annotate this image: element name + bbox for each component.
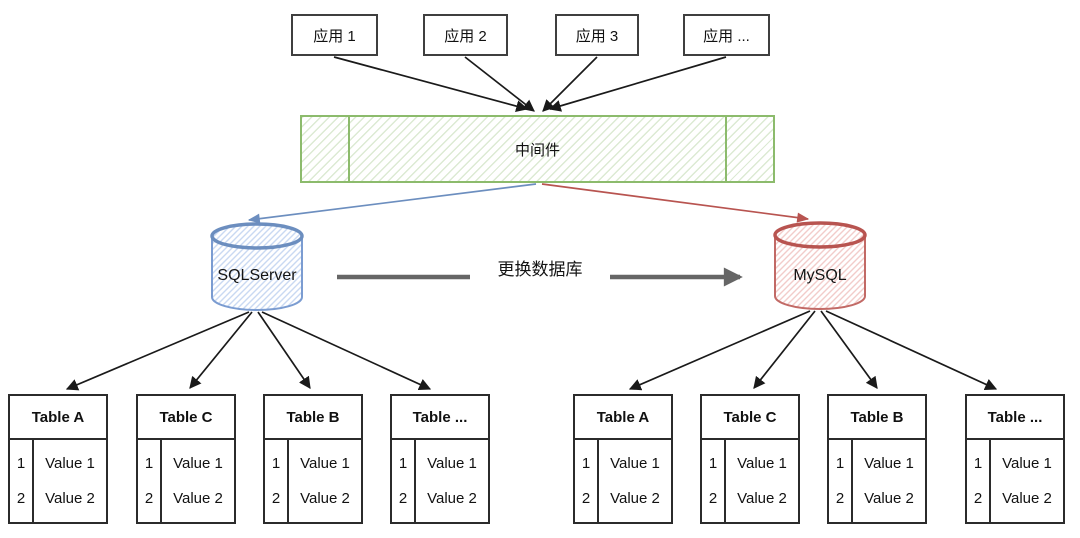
table-body: 1 2 Value 1 Value 2	[575, 440, 671, 522]
table-body: 1 2 Value 1 Value 2	[702, 440, 798, 522]
middleware-divider-right	[725, 117, 727, 181]
right-table-c: Table C 1 2 Value 1 Value 2	[700, 394, 800, 524]
app-node-3-label: 应用 3	[575, 27, 619, 45]
right-table-etc: Table ... 1 2 Value 1 Value 2	[965, 394, 1065, 524]
middleware-node: 中间件	[300, 115, 775, 183]
arrow-app1-to-middleware	[333, 56, 529, 112]
arrow-mysql-to-table-etc	[825, 310, 998, 390]
table-title: Table B	[265, 396, 361, 440]
table-title: Table A	[10, 396, 106, 440]
row-value-cell: Value 1	[427, 455, 477, 472]
arrow-middleware-to-mysql	[541, 183, 810, 223]
table-body: 1 2 Value 1 Value 2	[265, 440, 361, 522]
middleware-label: 中间件	[514, 141, 560, 159]
arrow-middleware-to-sqlserver	[247, 183, 537, 224]
row-number-cell: 1	[144, 455, 154, 472]
row-value-cell: Value 1	[173, 455, 223, 472]
row-value-cell: Value 2	[45, 490, 95, 507]
row-number-cell: 1	[581, 455, 591, 472]
left-table-c: Table C 1 2 Value 1 Value 2	[136, 394, 236, 524]
row-value-cell: Value 1	[864, 455, 914, 472]
row-value-cell: Value 2	[864, 490, 914, 507]
arrow-sqlserver-to-table-b	[257, 311, 311, 389]
app-node-1-label: 应用 1	[313, 27, 356, 45]
row-value-cell: Value 1	[45, 455, 95, 472]
app-node-2: 应用 2	[423, 14, 508, 56]
app-node-3: 应用 3	[555, 14, 639, 56]
row-number-cell: 2	[581, 490, 591, 507]
row-value-cell: Value 1	[300, 455, 350, 472]
arrow-mysql-to-table-a	[628, 310, 811, 391]
row-number-cell: 1	[271, 455, 281, 472]
table-title: Table B	[829, 396, 925, 440]
row-number-cell: 1	[973, 455, 983, 472]
row-number-cell: 1	[835, 455, 845, 472]
arrow-sqlserver-to-table-a	[65, 311, 250, 391]
right-table-a: Table A 1 2 Value 1 Value 2	[573, 394, 673, 524]
row-value-cell: Value 2	[1002, 490, 1052, 507]
app-node-1: 应用 1	[291, 14, 378, 56]
right-table-b: Table B 1 2 Value 1 Value 2	[827, 394, 927, 524]
row-value-cell: Value 1	[737, 455, 787, 472]
row-value-cell: Value 2	[427, 490, 477, 507]
row-number-cell: 1	[708, 455, 718, 472]
row-number-cell: 2	[271, 490, 281, 507]
left-table-a: Table A 1 2 Value 1 Value 2	[8, 394, 108, 524]
row-value-cell: Value 1	[610, 455, 660, 472]
arrow-mysql-to-table-c	[753, 310, 816, 389]
row-number-cell: 2	[973, 490, 983, 507]
table-title: Table C	[138, 396, 234, 440]
arrow-mysql-to-table-b	[820, 310, 878, 389]
table-body: 1 2 Value 1 Value 2	[138, 440, 234, 522]
row-value-cell: Value 2	[737, 490, 787, 507]
row-number-cell: 2	[708, 490, 718, 507]
table-body: 1 2 Value 1 Value 2	[967, 440, 1063, 522]
arrow-app4-to-middleware	[548, 56, 727, 112]
app-node-etc-label: 应用 ...	[703, 27, 750, 45]
row-value-cell: Value 2	[610, 490, 660, 507]
arrow-app2-to-middleware	[464, 56, 535, 112]
sqlserver-label: SQLServer	[217, 267, 297, 284]
mysql-database-cylinder	[773, 221, 867, 310]
middleware-divider-left	[348, 117, 350, 181]
table-title: Table ...	[967, 396, 1063, 440]
app-node-etc: 应用 ...	[683, 14, 770, 56]
row-number-cell: 1	[16, 455, 26, 472]
left-table-b: Table B 1 2 Value 1 Value 2	[263, 394, 363, 524]
left-table-etc: Table ... 1 2 Value 1 Value 2	[390, 394, 490, 524]
arrow-sqlserver-to-table-etc	[261, 311, 432, 390]
table-body: 1 2 Value 1 Value 2	[829, 440, 925, 522]
arrow-sqlserver-to-table-c	[189, 311, 253, 389]
row-value-cell: Value 2	[300, 490, 350, 507]
table-body: 1 2 Value 1 Value 2	[392, 440, 488, 522]
row-number-cell: 2	[16, 490, 26, 507]
table-title: Table A	[575, 396, 671, 440]
row-value-cell: Value 1	[1002, 455, 1052, 472]
mysql-label: MySQL	[793, 267, 847, 284]
table-title: Table ...	[392, 396, 488, 440]
sqlserver-database-cylinder	[210, 222, 304, 311]
row-number-cell: 2	[398, 490, 408, 507]
app-node-2-label: 应用 2	[444, 27, 487, 45]
migration-arrow-label: 更换数据库	[470, 253, 610, 281]
row-number-cell: 2	[835, 490, 845, 507]
table-title: Table C	[702, 396, 798, 440]
row-value-cell: Value 2	[173, 490, 223, 507]
row-number-cell: 1	[398, 455, 408, 472]
table-body: 1 2 Value 1 Value 2	[10, 440, 106, 522]
row-number-cell: 2	[144, 490, 154, 507]
